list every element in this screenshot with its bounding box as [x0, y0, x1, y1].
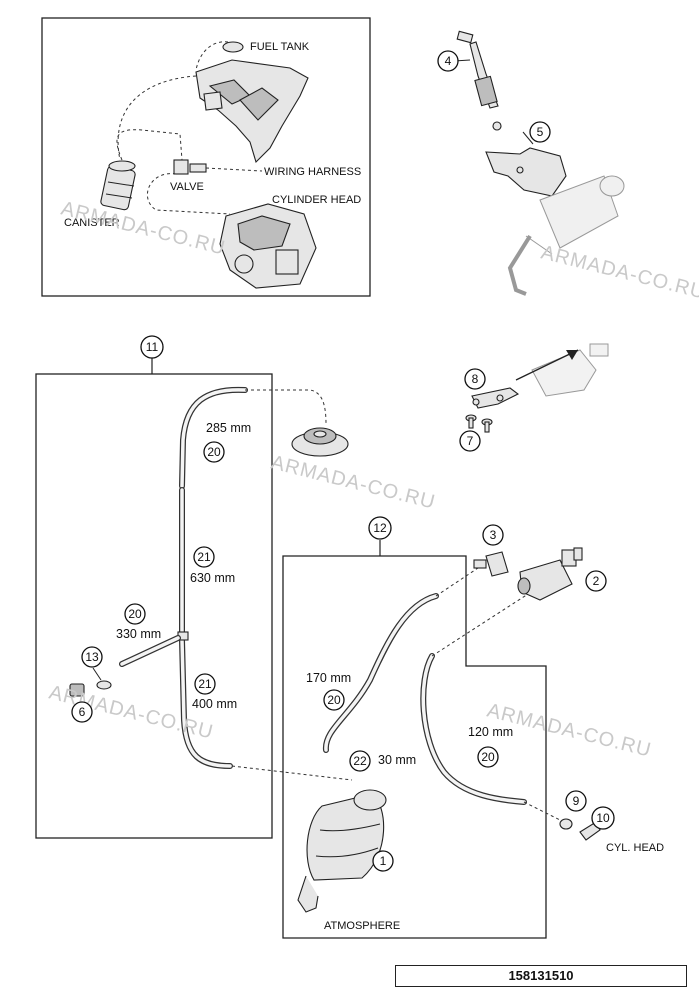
bracket-part-5 — [485, 131, 567, 197]
callout-22: 22 — [349, 750, 371, 772]
callout-11-number: 11 — [146, 340, 159, 354]
overview-inset: FUEL TANK WIRING HARNESS VALVE CYLINDER … — [41, 17, 371, 297]
callout-9: 9 — [565, 790, 587, 812]
callout-20-number: 20 — [128, 607, 142, 621]
drawing-code-box: 158131510 — [395, 965, 687, 987]
clip-part-13 — [92, 667, 112, 690]
callout-4-number: 4 — [445, 54, 452, 68]
callout-10-number: 10 — [596, 811, 610, 825]
callout-1-number: 1 — [380, 854, 387, 868]
nipple-part-10 — [579, 821, 601, 841]
dim-30: 30 mm — [378, 753, 416, 767]
cylinder-head-drawing — [219, 203, 317, 289]
cyl-head-label: CYL. HEAD — [606, 842, 664, 854]
callout-1: 1 — [372, 850, 394, 872]
callout-20-number: 20 — [207, 445, 221, 459]
hose-kit-box-12 — [282, 540, 583, 939]
callout-20-number: 20 — [481, 750, 495, 764]
callout-7: 7 — [459, 430, 481, 452]
callout-3-number: 3 — [490, 528, 497, 542]
watermark-3: ARMADA-CO.RU — [269, 452, 438, 514]
callout-21-number: 21 — [197, 550, 211, 564]
callout-8: 8 — [464, 368, 486, 390]
valve-drawing — [173, 159, 263, 175]
callout-9-number: 9 — [573, 794, 580, 808]
dim-400: 400 mm — [192, 697, 237, 711]
canister-label: CANISTER — [64, 217, 120, 229]
callout-2-number: 2 — [593, 574, 600, 588]
callout-10: 10 — [591, 806, 615, 830]
callout-6-number: 6 — [79, 705, 86, 719]
callout-8-number: 8 — [472, 372, 479, 386]
holder-part-4 — [453, 30, 502, 131]
dim-285: 285 mm — [206, 421, 251, 435]
fuel-tank-drawing — [195, 41, 309, 164]
callout-20-330: 20 — [124, 603, 146, 625]
screw-part-7 — [465, 414, 493, 433]
clamp-part-8 — [471, 387, 520, 409]
atmosphere-label: ATMOSPHERE — [324, 920, 400, 932]
callout-20-120: 20 — [477, 746, 499, 768]
callout-22-number: 22 — [353, 754, 367, 768]
valve-part-2 — [517, 547, 583, 601]
watermark-2: ARMADA-CO.RU — [539, 242, 699, 304]
callout-2: 2 — [585, 570, 607, 592]
callout-20-285: 20 — [203, 441, 225, 463]
callout-13-number: 13 — [85, 650, 99, 664]
callout-5: 5 — [529, 121, 551, 143]
dim-330: 330 mm — [116, 627, 161, 641]
valve-assembly-ghost — [515, 343, 609, 397]
callout-5-number: 5 — [537, 125, 544, 139]
callout-3: 3 — [482, 524, 504, 546]
callout-20-number: 20 — [327, 693, 341, 707]
callout-11: 11 — [140, 335, 164, 359]
callout-7-number: 7 — [467, 434, 474, 448]
callout-12-number: 12 — [373, 521, 387, 535]
callout-6: 6 — [71, 701, 93, 723]
callout-20-170: 20 — [323, 689, 345, 711]
cylinder-head-label: CYLINDER HEAD — [272, 194, 361, 206]
dim-170: 170 mm — [306, 671, 351, 685]
dim-630: 630 mm — [190, 571, 235, 585]
hose-kit-box-11 — [35, 358, 353, 839]
callout-21-630: 21 — [193, 546, 215, 568]
fuel-tank-cap — [291, 427, 349, 457]
dim-120: 120 mm — [468, 725, 513, 739]
fuel-tank-label: FUEL TANK — [250, 41, 310, 53]
valve-label: VALVE — [170, 181, 204, 193]
clip-part-9 — [559, 818, 573, 830]
connector-part-3 — [473, 551, 509, 577]
canister-assembly-ghost — [507, 175, 625, 296]
callout-4: 4 — [437, 50, 459, 72]
fitting-part-6 — [69, 683, 85, 697]
wiring-harness-label: WIRING HARNESS — [264, 166, 361, 178]
callout-12: 12 — [368, 516, 392, 540]
canister-drawing — [100, 160, 136, 211]
callout-13: 13 — [81, 646, 103, 668]
callout-21-400: 21 — [194, 673, 216, 695]
callout-21-number: 21 — [198, 677, 212, 691]
canister-part-1 — [297, 789, 387, 913]
